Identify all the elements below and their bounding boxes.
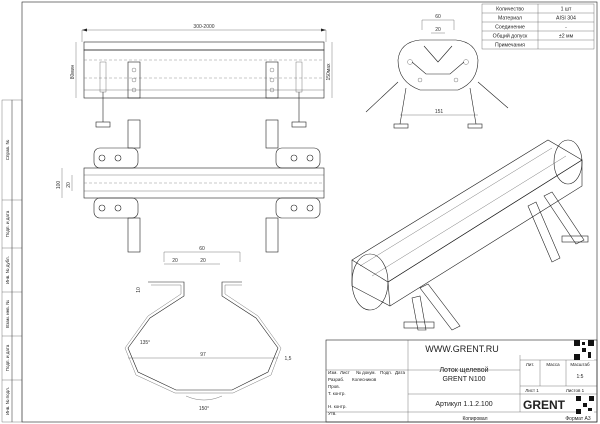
row-nkontr: Н. контр. <box>328 404 347 409</box>
lit-label: Лит. <box>526 362 534 367</box>
dim-plan-100: 100 <box>56 181 62 190</box>
cross-section: 60 20 20 10 97 1,5 135° 150° <box>124 246 292 412</box>
row-razrab: Разраб. <box>328 377 344 382</box>
scale-value: 1:5 <box>577 374 584 380</box>
dim-section-20b: 20 <box>200 258 206 264</box>
col-izm: Изм. <box>328 370 338 375</box>
spec-label-2: Соединение <box>495 25 525 31</box>
product-name-1: Лоток щелевой <box>439 366 488 374</box>
row-prov: Пров. <box>328 384 340 389</box>
drawing-frame <box>21 1 598 423</box>
col-date: Дата <box>395 370 405 375</box>
plan-view: 100 20 <box>56 119 325 253</box>
col-doc: № докум. <box>356 370 376 375</box>
mass-label: Масса <box>546 362 560 367</box>
copied: Копировал <box>462 416 487 422</box>
dim-section-150: 150° <box>199 406 209 412</box>
col-list: Лист <box>340 370 350 375</box>
dim-section-135: 135° <box>140 340 150 346</box>
format: Формат А3 <box>565 416 590 422</box>
side-label-4: Подп. и дата <box>5 344 10 371</box>
col-sign: Подп. <box>380 370 392 375</box>
spec-label-1: Материал <box>498 16 522 22</box>
spec-value-2: - <box>565 25 567 31</box>
spec-label-4: Примечания <box>495 43 525 49</box>
dim-section-10: 10 <box>136 287 142 293</box>
row-tkontr: Т. контр. <box>328 391 346 396</box>
side-label-0: Справ. № <box>5 140 10 161</box>
side-label-3: Взам. инв. № <box>5 300 10 328</box>
razrab-name: Колесников <box>352 377 377 382</box>
isometric-view <box>351 139 589 331</box>
spec-label-0: Количество <box>496 7 524 13</box>
product-name-2: GRENT N100 <box>442 376 485 383</box>
dim-section-thickness: 1,5 <box>285 356 292 362</box>
dim-section-60: 60 <box>199 246 205 252</box>
dim-section-20a: 20 <box>172 258 178 264</box>
spec-value-1: AISI 304 <box>556 16 576 22</box>
dim-80: 80мин <box>70 64 76 79</box>
dim-150: 150мах <box>326 63 332 81</box>
brand-logo: GRENT <box>523 398 566 412</box>
website: WWW.GRENT.RU <box>425 344 499 354</box>
row-utv: Утв. <box>328 411 337 416</box>
dim-end-20: 20 <box>435 27 441 33</box>
end-view: 60 20 151 <box>365 14 509 129</box>
spec-label-3: Общий допуск <box>493 33 528 40</box>
dim-section-97: 97 <box>200 352 206 358</box>
article: Артикул 1.1.2.100 <box>435 401 492 408</box>
side-label-2: Инв. № дубл. <box>5 256 10 284</box>
side-label-1: Подп. и дата <box>5 210 10 237</box>
scale-label: Масштаб <box>570 362 590 367</box>
dim-length: 300-2000 <box>193 24 214 30</box>
sheet: Лист 1 <box>525 388 539 393</box>
dim-plan-20: 20 <box>66 182 72 188</box>
qr-code-top <box>574 340 594 360</box>
sheets: Листов 1 <box>566 388 585 393</box>
dim-end-60: 60 <box>435 14 441 20</box>
side-stamp: Справ. № Подп. и дата Инв. № дубл. Взам.… <box>1 99 23 423</box>
dim-end-151: 151 <box>435 109 444 115</box>
title-block: WWW.GRENT.RU Изм. Лист № докум. Подп. Да… <box>325 339 598 423</box>
spec-value-3: ±2 мм <box>559 34 574 40</box>
spec-table: Количество 1 шт Материал AISI 304 Соедин… <box>481 3 595 50</box>
spec-value-0: 1 шт <box>561 7 572 13</box>
side-view: 300-2000 80мин 150мах <box>70 24 333 128</box>
side-label-5: Инв. № подл. <box>5 387 10 415</box>
qr-code-bottom <box>576 396 594 414</box>
